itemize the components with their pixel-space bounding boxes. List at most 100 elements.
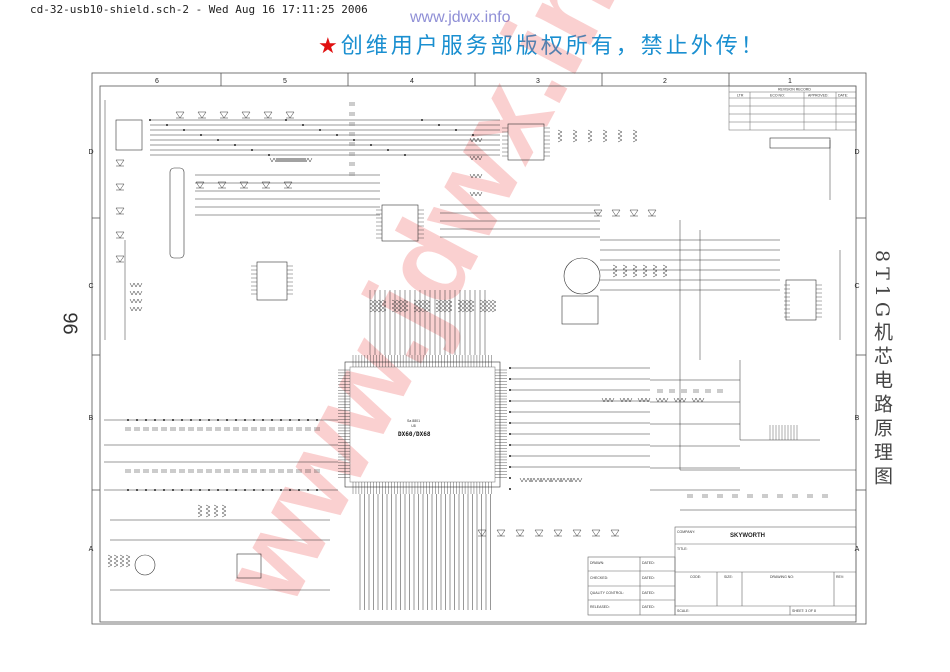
resistor [125,554,131,568]
junction-dot [336,134,338,136]
resistor [632,129,638,143]
resistor [622,264,628,278]
resistor [443,299,449,313]
drawing-frame [91,72,867,625]
diode [195,181,205,189]
sign-date: DATED: [642,605,655,609]
resistor [461,299,467,313]
file-title: cd-32-usb10-shield.sch-2 - Wed Aug 16 17… [30,3,368,16]
revision-header: LTR [737,94,744,98]
revision-header: APPROVED: [808,94,828,98]
resistor [205,504,211,518]
resistor [399,299,405,313]
junction-dot [217,419,219,421]
resistor [642,264,648,278]
junction-dot [136,489,138,491]
main-ic-dx68 [344,361,501,488]
ic-u24 [256,261,288,301]
diode [593,209,603,217]
diode [515,529,525,537]
junction-dot [127,489,129,491]
junction-dot [217,489,219,491]
diode [261,181,271,189]
resistor [457,299,463,313]
resistor [293,157,307,163]
junction-dot [253,419,255,421]
resistor [617,129,623,143]
junction-dot [145,419,147,421]
diode [647,209,657,217]
resistor [425,299,431,313]
diagonal-watermark: www.jdwx.info [196,0,696,623]
junction-dot [217,139,219,141]
junction-dot [163,419,165,421]
junction-dot [316,489,318,491]
diode [477,529,487,537]
junction-dot [226,489,228,491]
resistor [479,299,485,313]
resistor [557,129,563,143]
junction-dot [200,134,202,136]
diode [553,529,563,537]
junction-dots [127,119,511,491]
main-ic-name: DX60/DX68 [398,431,431,438]
junction-dot [183,129,185,131]
size-label: SIZE: [724,575,733,579]
diode [611,209,621,217]
junction-dot [253,489,255,491]
resistor [469,173,483,179]
resistor [539,477,553,483]
junction-dot [172,419,174,421]
star-icon: ★ [318,34,341,59]
main-ic-part: Sa 8801 [407,419,421,423]
ic-u25 [381,204,419,242]
row-label: D [88,149,93,156]
junction-dot [307,489,309,491]
code-label: CODE: [690,575,701,579]
row-label: A [855,546,860,553]
junction-dot [154,489,156,491]
drawing-no-label: DRAWING NO: [770,575,794,579]
resistor [221,504,227,518]
title-label: TITLE: [677,547,688,551]
resistor [491,299,497,313]
diode [115,159,125,167]
junction-dot [136,419,138,421]
junction-dot [289,489,291,491]
junction-dot [235,489,237,491]
junction-dot [509,411,511,413]
schematic-title-vertical: 8T1G机芯电路原理图 [871,250,893,491]
resistor [465,299,471,313]
resistor [691,397,705,403]
resistor [403,299,409,313]
resistor [469,299,475,313]
resistor [439,299,445,313]
resistor [572,129,578,143]
junction-dot [199,489,201,491]
junction-dot [244,419,246,421]
junction-dot [208,419,210,421]
resistor [373,299,379,313]
junction-dot [181,489,183,491]
revision-record-title: REVISION RECORD [778,88,811,92]
junction-dot [289,419,291,421]
resistor [487,299,493,313]
junction-dot [509,488,511,490]
title-block [587,526,857,616]
resistor [213,504,219,518]
diode [115,231,125,239]
ic-blocks [115,119,831,579]
junction-dot [316,419,318,421]
sign-date: DATED: [642,591,655,595]
junction-dot [307,419,309,421]
sign-label: DRAWN: [590,561,604,565]
resistor [632,264,638,278]
junction-dot [271,489,273,491]
resistor [619,397,633,403]
row-label: B [89,415,94,422]
sign-label: QUALITY CONTROL: [590,591,624,595]
header-connector [769,137,831,149]
sign-date: DATED: [642,576,655,580]
resistor [281,157,295,163]
junction-dot [509,378,511,380]
